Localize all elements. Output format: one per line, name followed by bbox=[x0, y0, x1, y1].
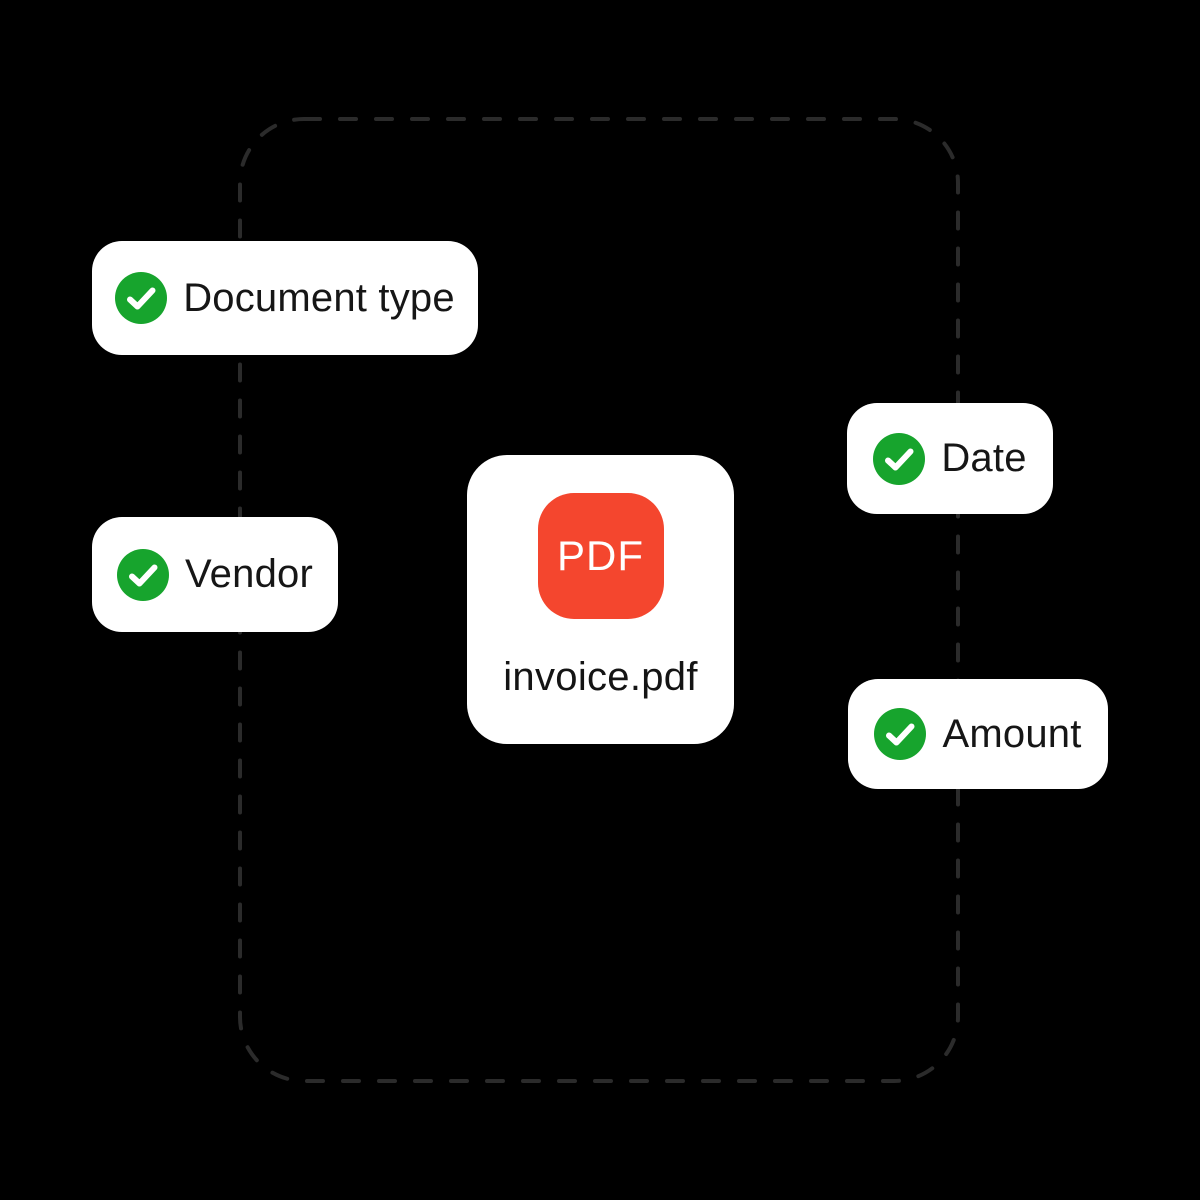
dropzone-dashed-border bbox=[238, 117, 960, 1083]
tag-vendor: Vendor bbox=[92, 517, 338, 632]
tag-label: Date bbox=[941, 436, 1027, 480]
tag-label: Amount bbox=[942, 711, 1082, 756]
file-card: PDF invoice.pdf bbox=[467, 455, 734, 744]
tag-label: Document type bbox=[183, 275, 455, 320]
dashed-rect bbox=[238, 117, 960, 1083]
tag-amount: Amount bbox=[848, 679, 1108, 789]
pdf-file-icon: PDF bbox=[537, 493, 664, 619]
tag-date: Date bbox=[847, 403, 1053, 514]
check-circle-icon bbox=[873, 432, 926, 485]
file-name: invoice.pdf bbox=[503, 655, 698, 699]
tag-document-type: Document type bbox=[92, 241, 478, 355]
pdf-badge-label: PDF bbox=[557, 532, 644, 579]
tag-label: Vendor bbox=[185, 552, 313, 596]
check-circle-icon bbox=[874, 708, 927, 760]
check-circle-icon bbox=[115, 272, 168, 324]
check-circle-icon bbox=[117, 548, 169, 601]
